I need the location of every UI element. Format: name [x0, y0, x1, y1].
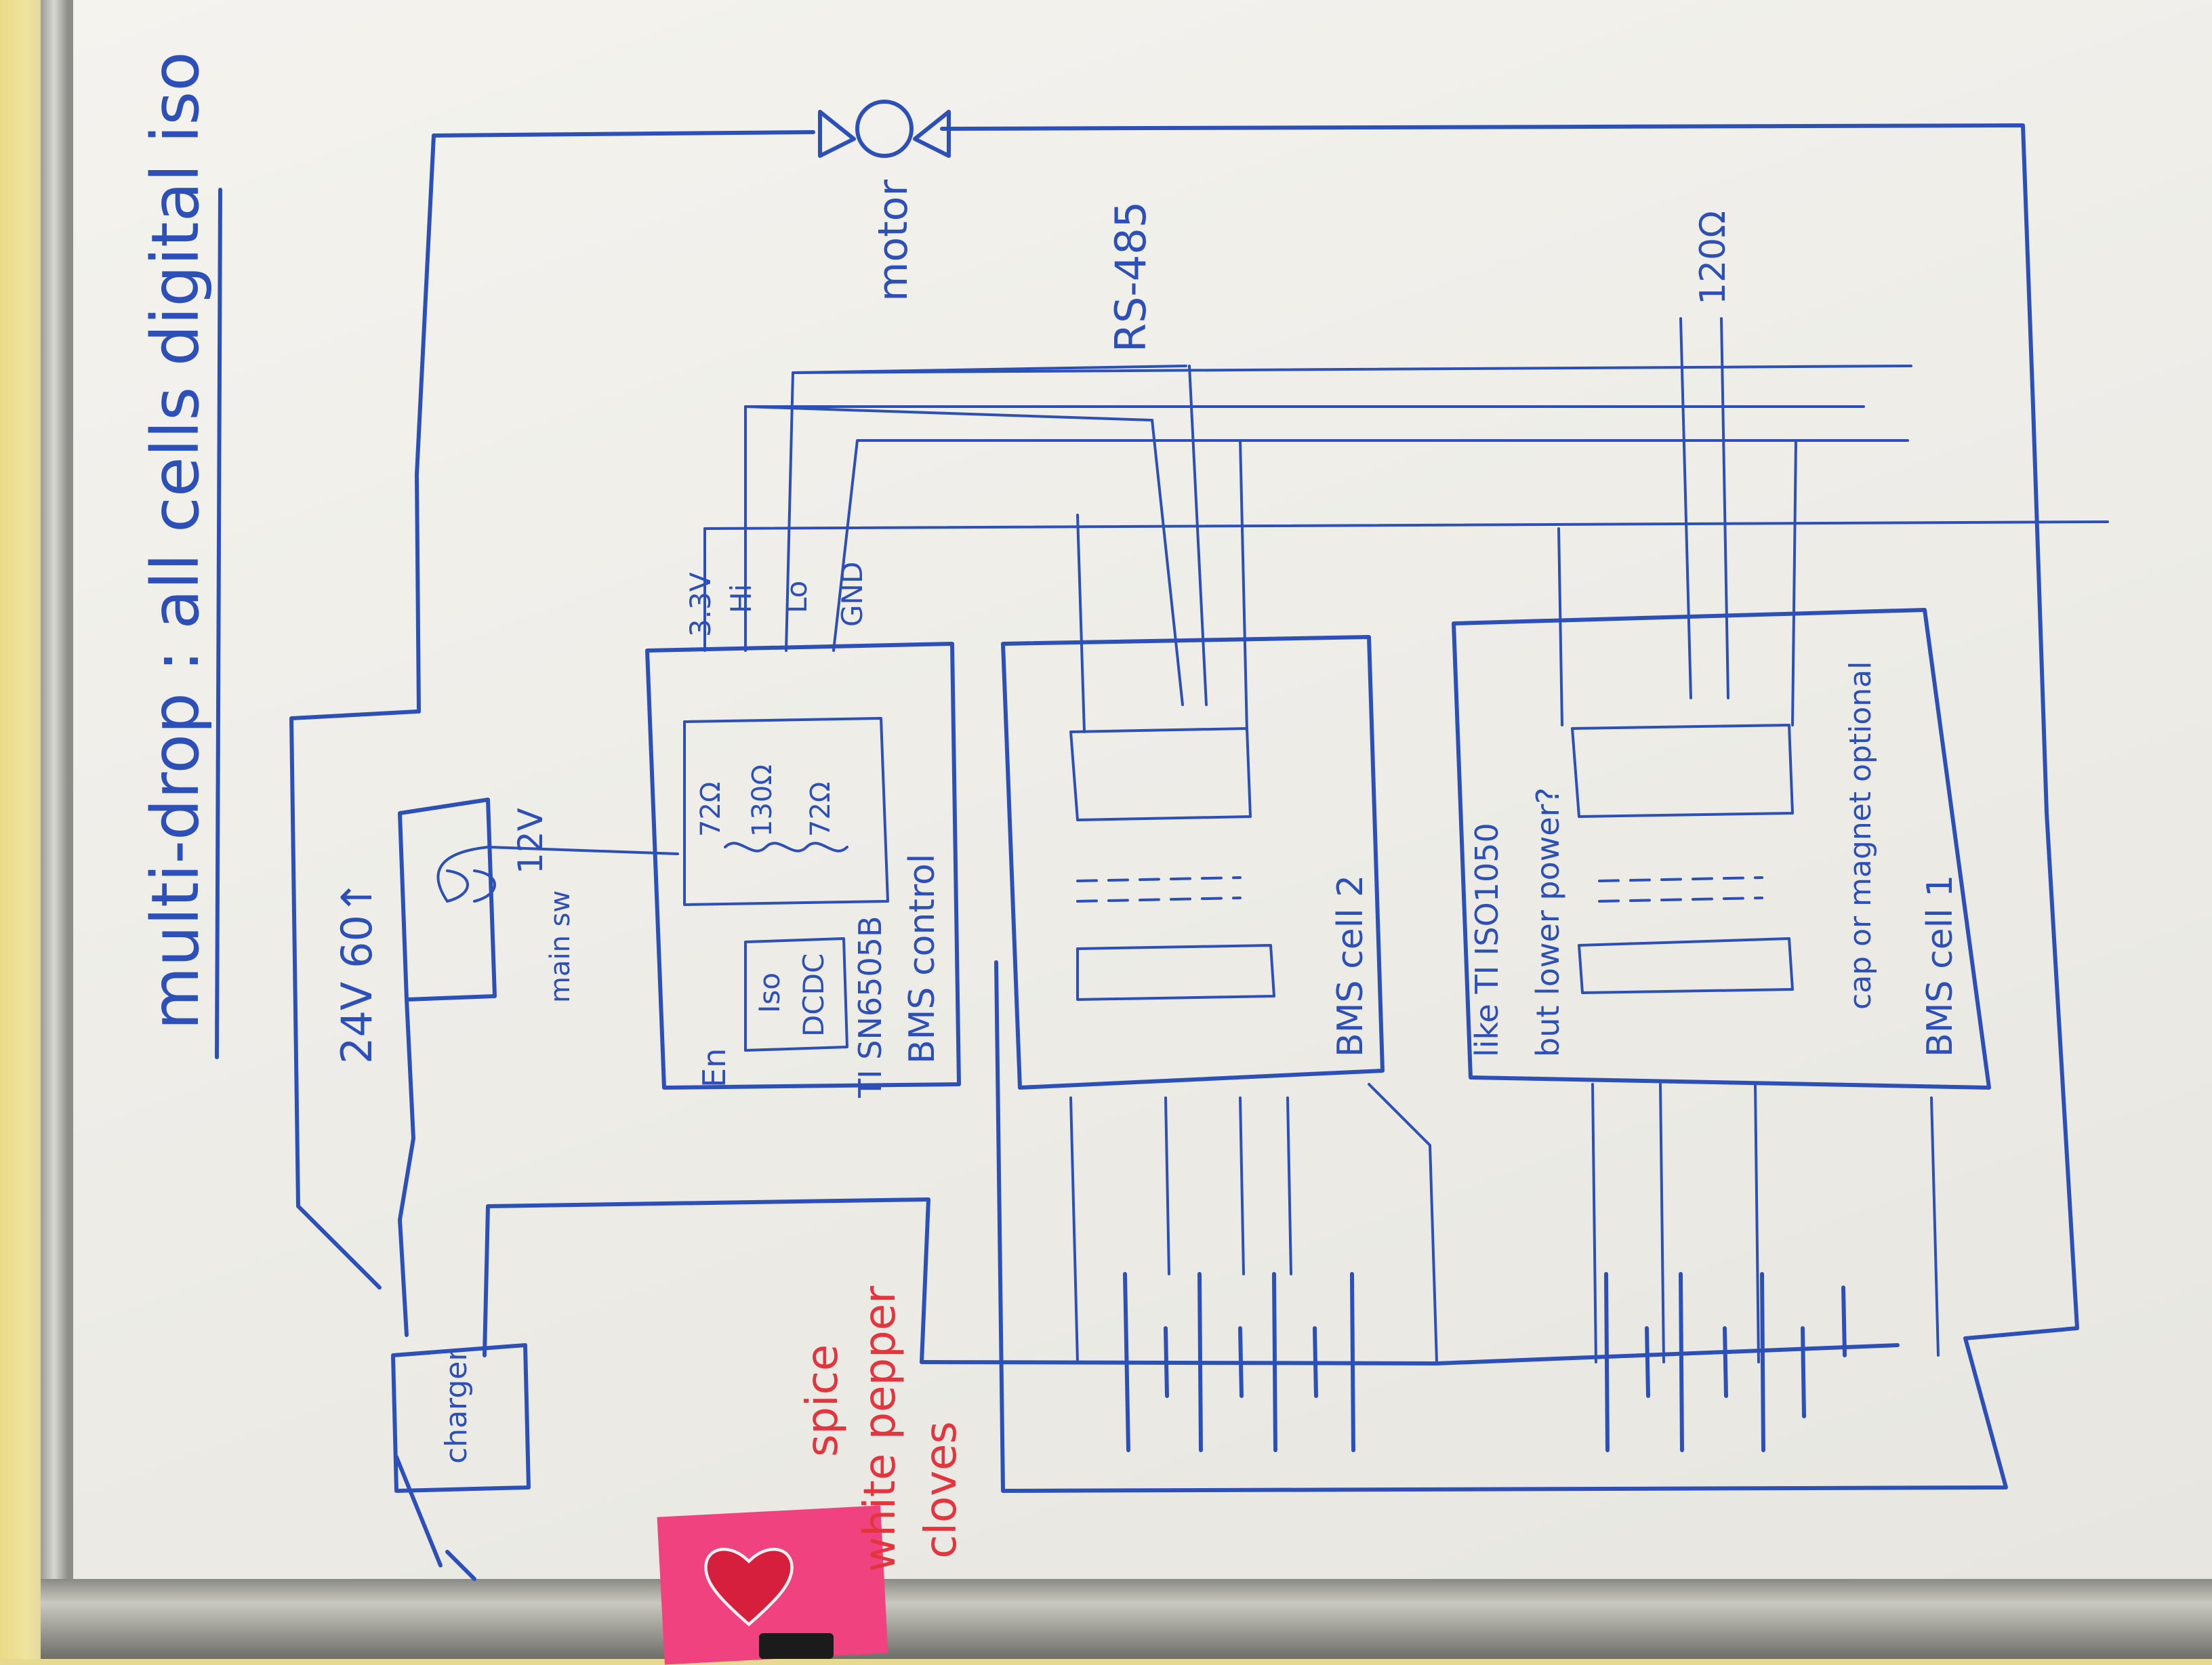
rs485-label: RS-485: [1106, 201, 1155, 352]
r72b-label: 72Ω: [805, 782, 836, 837]
bms-cell1-box: like TI ISO1050 but lower power? cap or …: [1452, 317, 1991, 1363]
battery-stack: [920, 960, 2008, 1493]
bms-control-label: BMS control: [902, 854, 943, 1064]
supply-block: 24V 60↑ 12V: [289, 710, 679, 1337]
hi-label: Hi: [724, 584, 758, 613]
motor-icon: [855, 100, 914, 158]
like-ti-label: like TI ISO1050: [1469, 823, 1505, 1057]
gnd-label: GND: [836, 562, 869, 627]
lower-power-label: but lower power?: [1530, 787, 1566, 1057]
diagram-title: multi-drop : all cells digital iso: [138, 52, 213, 1030]
charger-block: charger: [391, 1197, 930, 1581]
bms-cell2-label: BMS cell 2: [1330, 875, 1371, 1057]
note-line-3: cloves: [916, 1421, 966, 1559]
motor-loop: motor: [415, 100, 2079, 1340]
ti-part-label: TI SN6505B: [852, 916, 888, 1098]
charger-label: charger: [439, 1349, 474, 1464]
motor-label: motor: [869, 180, 917, 302]
r130-label: 130Ω: [747, 764, 778, 837]
rs485-bus: RS-485 120Ω: [744, 201, 1734, 422]
main-sw-label: main sw: [545, 890, 576, 1003]
title-group: multi-drop : all cells digital iso: [138, 52, 222, 1059]
lo-label: Lo: [780, 581, 813, 613]
binder-clip: [759, 1633, 834, 1659]
r120-label: 120Ω: [1693, 211, 1734, 305]
v33-label: 3.3V: [684, 572, 717, 637]
marker-tray: [41, 1579, 2212, 1659]
bms-control-box: 3.3V Hi Lo GND 72Ω 130Ω 72Ω main sw Iso …: [545, 365, 2109, 1098]
bms-cell2-box: BMS cell 2: [1001, 365, 1438, 1363]
note-line-2: white pepper: [855, 1286, 905, 1572]
note-line-1: spice: [798, 1344, 848, 1457]
dcdc-label: DCDC: [797, 953, 830, 1037]
supply-label: 24V 60↑: [332, 880, 382, 1064]
r72a-label: 72Ω: [695, 782, 726, 837]
iso-label: Iso: [753, 972, 786, 1013]
whiteboard: [73, 0, 2212, 1579]
v12-label: 12V: [511, 808, 550, 874]
bms-cell1-label: BMS cell 1: [1920, 875, 1961, 1057]
cap-magnet-label: cap or magnet optional: [1843, 661, 1878, 1010]
heart-icon: [704, 1548, 794, 1626]
en-label: En: [696, 1048, 733, 1088]
